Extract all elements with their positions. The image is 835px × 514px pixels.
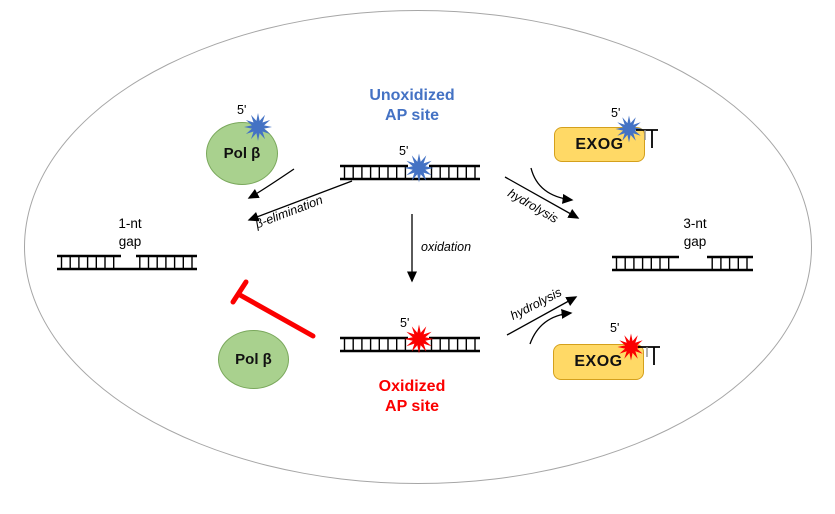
- gap-3nt-label-line1: 3-nt: [683, 216, 707, 231]
- dna-nicked-oxidized: [340, 336, 480, 353]
- pol-beta-ellipse-bottom: Pol β: [218, 330, 289, 389]
- unoxidized-ap-site-label-line1: Unoxidized: [369, 87, 455, 104]
- five-prime-label-exog-bottom: 5': [610, 321, 620, 335]
- pol-beta-label-bottom: Pol β: [235, 351, 272, 368]
- oxidized-ap-site-label-line1: Oxidized: [378, 378, 446, 395]
- ap-site-star-dna-bottom: [404, 324, 434, 354]
- inhibition-tbar: [230, 279, 316, 339]
- gap-1nt-label-line1: 1-nt: [118, 216, 142, 231]
- ap-site-star-polb-top: [244, 113, 272, 141]
- ap-site-star-exog-top: [615, 115, 643, 143]
- oxidized-ap-site-label-line2: AP site: [385, 398, 439, 415]
- five-prime-label-exog-top: 5': [611, 106, 621, 120]
- five-prime-label-dna-bottom: 5': [400, 316, 410, 330]
- beta-elimination-curved-arrow: [247, 168, 295, 199]
- five-prime-label-polb-top: 5': [237, 103, 247, 117]
- dna-nicked-unoxidized: [340, 164, 480, 181]
- exog-box-bottom: EXOG: [553, 344, 644, 380]
- oxidation-label: oxidation: [421, 240, 472, 254]
- gap-1nt-label-line2: gap: [118, 234, 142, 249]
- exog-label-top: EXOG: [575, 135, 624, 153]
- unoxidized-ap-site-label-line2: AP site: [385, 107, 439, 124]
- ap-site-star-dna-top: [404, 153, 434, 183]
- cell-boundary-ellipse: [24, 10, 812, 484]
- hydrolysis-bottom-arrow: [506, 296, 578, 336]
- pol-beta-label-top: Pol β: [223, 145, 261, 162]
- dna-3nt-gap: [612, 255, 753, 272]
- hydrolysis-top-curved-arrow: [530, 167, 574, 204]
- hydrolysis-top-arrow: [504, 176, 580, 219]
- excised-fragment-top: [636, 129, 658, 148]
- hydrolysis-bottom-curved-arrow: [529, 308, 573, 345]
- beta-elimination-arrow: [247, 180, 353, 222]
- gap-3nt-label-line2: gap: [683, 234, 707, 249]
- five-prime-label-dna-top: 5': [399, 144, 409, 158]
- exog-label-bottom: EXOG: [574, 353, 623, 370]
- dna-1nt-gap: [57, 254, 197, 271]
- excised-fragment-bottom: [638, 346, 660, 365]
- ap-site-star-exog-bottom: [617, 333, 645, 361]
